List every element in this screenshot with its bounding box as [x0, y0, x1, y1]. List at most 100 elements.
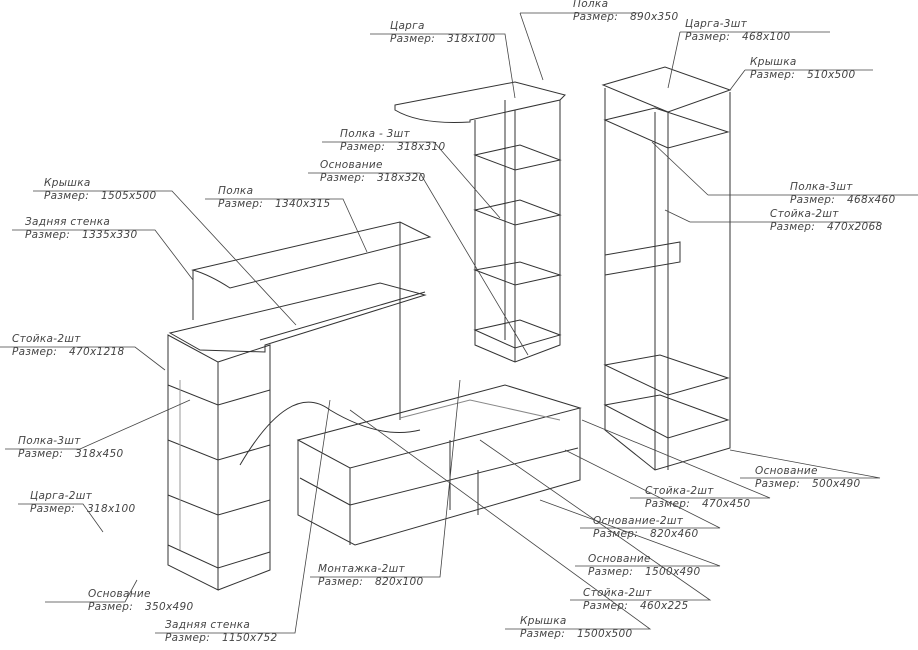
part-name: Монтажка-2шт — [318, 563, 405, 575]
left-cabinet-unit — [167, 334, 271, 591]
part-size: 510x500 — [807, 69, 856, 81]
part-name: Полка — [573, 0, 609, 10]
part-size: 1500x500 — [577, 628, 633, 640]
size-prefix: Размер: — [520, 628, 566, 640]
size-prefix: Размер: — [12, 346, 58, 358]
tall-shelf-unit — [394, 81, 566, 363]
part-name: Задняя стенка — [25, 216, 111, 228]
part-size: Размер: 470x1218 — [12, 346, 124, 359]
size-prefix: Размер: — [685, 31, 731, 43]
part-name: Основание — [88, 588, 151, 600]
part-size: Размер:460x225 — [583, 600, 688, 613]
part-size: 318x310 — [397, 141, 446, 153]
size-prefix: Размер: — [18, 448, 64, 460]
part-name: Полка — [218, 185, 254, 197]
part-size: 1500x490 — [645, 566, 701, 578]
part-size: 350x490 — [145, 601, 194, 613]
size-prefix: Размер: — [790, 194, 836, 206]
part-size: 470x2068 — [827, 221, 883, 233]
part-name: Стойка-2шт — [770, 208, 839, 220]
part-name: Основание — [588, 553, 651, 565]
size-prefix: Размер: — [755, 478, 801, 490]
part-name: Крышка — [750, 56, 797, 68]
part-size: 468x460 — [847, 194, 896, 206]
part-size: 318x450 — [75, 448, 124, 460]
part-size: Размер:1505x500 — [44, 190, 156, 203]
size-prefix: Размер: — [588, 566, 634, 578]
part-size: 500x490 — [812, 478, 861, 490]
size-prefix: Размер: — [165, 632, 211, 644]
part-name: Основание — [320, 159, 383, 171]
part-size: Размер: 350x490 — [88, 601, 193, 614]
part-name: Основание — [755, 465, 818, 477]
part-size: Размер: 500x490 — [755, 478, 860, 491]
part-size: Размер:470x450 — [645, 498, 750, 511]
part-name: Царга-2шт — [30, 490, 93, 502]
part-size: Размер:820x460 — [593, 528, 698, 541]
size-prefix: Размер: — [318, 576, 364, 588]
wall-shelf-structure — [168, 221, 432, 420]
part-size: 460x225 — [640, 600, 689, 612]
size-prefix: Размер: — [573, 11, 619, 23]
part-name: Стойка-2шт — [645, 485, 714, 497]
size-prefix: Размер: — [390, 33, 436, 45]
part-name: Крышка — [520, 615, 567, 627]
part-size: 318x320 — [377, 172, 426, 184]
part-size: Размер: 468x100 — [685, 31, 790, 44]
part-name: Полка-3шт — [18, 435, 81, 447]
part-size: 1340x315 — [275, 198, 331, 210]
part-size: Размер: 318x310 — [340, 141, 445, 154]
size-prefix: Размер: — [770, 221, 816, 233]
part-name: Царга-3шт — [685, 18, 748, 30]
leader-lines — [0, 12, 918, 634]
part-name: Стойка-2шт — [583, 587, 652, 599]
part-name: Задняя стенка — [165, 619, 251, 631]
part-size: 820x100 — [375, 576, 424, 588]
part-size: Размер: 1150x752 — [165, 632, 277, 645]
part-size: Размер: 1500x490 — [588, 566, 700, 579]
part-name: Основание-2шт — [593, 515, 684, 527]
size-prefix: Размер: — [88, 601, 134, 613]
part-size: Размер: 820x100 — [318, 576, 423, 589]
part-size: Размер: 890x350 — [573, 11, 678, 24]
part-size: 1150x752 — [222, 632, 278, 644]
size-prefix: Размер: — [340, 141, 386, 153]
size-prefix: Размер: — [750, 69, 796, 81]
part-name: Полка-3шт — [790, 181, 853, 193]
tv-stand-unit — [296, 384, 582, 546]
part-size: Размер: 1500x500 — [520, 628, 632, 641]
part-size: 318x100 — [87, 503, 136, 515]
part-size: 470x450 — [702, 498, 751, 510]
size-prefix: Размер: — [25, 229, 71, 241]
part-size: 318x100 — [447, 33, 496, 45]
part-size: Размер: 510x500 — [750, 69, 855, 82]
size-prefix: Размер: — [593, 528, 639, 540]
part-size: Размер:1340x315 — [218, 198, 330, 211]
part-size: 470x1218 — [69, 346, 125, 358]
part-size: 890x350 — [630, 11, 679, 23]
part-size: Размер:318x320 — [320, 172, 425, 185]
size-prefix: Размер: — [44, 190, 90, 202]
part-size: 468x100 — [742, 31, 791, 43]
part-size: Размер: 470x2068 — [770, 221, 882, 234]
